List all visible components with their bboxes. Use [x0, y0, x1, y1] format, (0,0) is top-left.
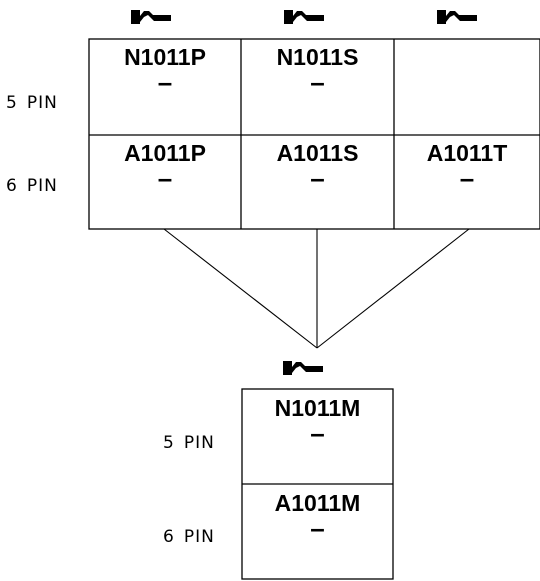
- part-suffix: –: [310, 418, 325, 448]
- pin-count: 5: [6, 93, 18, 113]
- part-suffix: –: [157, 163, 173, 193]
- part-suffix: –: [310, 67, 325, 97]
- part-number: N1011S: [276, 44, 359, 70]
- part-number: A1011S: [276, 140, 359, 166]
- contact-terminal-icon: [284, 10, 324, 24]
- pin-count: 6: [6, 176, 18, 196]
- part-number: N1011P: [124, 44, 206, 70]
- row-label-5-pin: 5 PIN: [6, 93, 58, 113]
- pin-count: 5: [163, 433, 175, 453]
- part-cell: A1011P –: [89, 140, 241, 193]
- part-cell: A1011T –: [394, 140, 540, 193]
- row-label-6-pin: 6 PIN: [163, 527, 215, 547]
- part-cell: A1011S –: [241, 140, 394, 193]
- part-number: N1011M: [274, 395, 361, 421]
- pin-count: 6: [163, 527, 175, 547]
- part-number: A1011P: [124, 140, 206, 166]
- part-suffix: –: [310, 163, 325, 193]
- connector-line-right: [316, 228, 470, 349]
- top-grid-border: [88, 38, 540, 230]
- pin-label: PIN: [183, 433, 215, 453]
- part-cell: N1011P –: [89, 44, 241, 97]
- pin-label: PIN: [26, 176, 58, 196]
- pin-label: PIN: [26, 93, 58, 113]
- part-suffix: –: [157, 67, 173, 97]
- part-cell: N1011M –: [242, 395, 393, 448]
- contact-terminal-icon: [437, 10, 477, 24]
- part-cell: N1011S –: [241, 44, 394, 97]
- part-suffix: –: [310, 513, 325, 543]
- contact-terminal-icon: [283, 361, 323, 375]
- row-label-5-pin: 5 PIN: [163, 433, 215, 453]
- pin-label: PIN: [183, 527, 215, 547]
- contact-terminal-icon: [131, 10, 171, 24]
- connector-line-left: [163, 228, 318, 349]
- part-suffix: –: [459, 163, 475, 193]
- row-label-6-pin: 6 PIN: [6, 176, 58, 196]
- part-number: A1011M: [274, 490, 361, 516]
- part-cell: A1011M –: [242, 490, 393, 543]
- part-number: A1011T: [426, 140, 508, 166]
